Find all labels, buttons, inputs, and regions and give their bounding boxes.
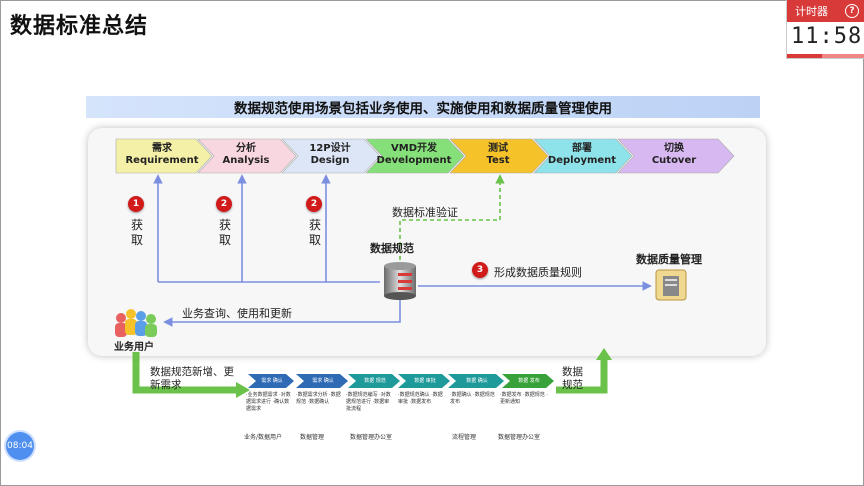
validation-label: 数据标准验证: [392, 206, 458, 219]
phase-cn: 部署: [572, 143, 592, 154]
mini-chevron: [398, 374, 450, 388]
acquire-label-1: 获取: [130, 218, 143, 247]
mini-owner-4: 流程管理: [452, 434, 477, 441]
mini-head-4: 数据 审批: [414, 377, 436, 384]
mini-owner-2: 数据管理: [300, 434, 325, 441]
mini-chevron: [348, 374, 400, 388]
mini-text-2: ·数据需求分析 ·数据规范 ·数据确认: [296, 392, 341, 405]
mini-head-1: 需求 确认: [261, 377, 283, 384]
phase-cn: VMD开发: [391, 143, 437, 154]
timer-progress-fill: [787, 54, 823, 58]
phase-en: Cutover: [651, 155, 697, 166]
mini-text-5: ·数据确认 ·数据规范发布: [450, 392, 495, 405]
update-label: 数据规范新增、更新需求: [150, 366, 234, 391]
step-badge-3: 2: [306, 196, 322, 212]
spec-flow-arrow-head: [596, 348, 612, 360]
update-flow-arrow: [132, 352, 236, 394]
phase-chevron-requirement[interactable]: [115, 138, 213, 174]
phase-chevron-test[interactable]: [449, 138, 549, 174]
phase-cn: 测试: [488, 143, 508, 154]
server-icon: [655, 269, 687, 301]
phase-cn: 分析: [236, 143, 256, 154]
rule-label: 形成数据质量规则: [494, 266, 582, 279]
phase-chevron-development[interactable]: [365, 138, 465, 174]
spec-label-bottom: 数据规范: [562, 366, 583, 391]
mini-text-4: ·数据规范确认 ·数据审批 ·数据发布: [398, 392, 443, 405]
mini-head-3: 数据 规范: [364, 377, 386, 384]
users-label: 业务用户: [114, 342, 154, 353]
timer-widget[interactable]: 计时器 ? 11:58 II: [786, 0, 864, 59]
phase-cn: 切换: [664, 143, 684, 154]
mini-text-1: ·业务数据需求 ·对数据需求进行 ·确认数据需求: [246, 392, 291, 412]
acquire-label-2: 获取: [218, 218, 231, 247]
mini-text-3: ·数据规范编写 ·对数据规范进行 ·数据审批流程: [346, 392, 391, 412]
mini-owner-3: 数据管理办公室: [350, 434, 393, 441]
mini-head-2: 需求 确认: [312, 377, 334, 384]
timer-progress-bar: [787, 54, 864, 58]
timer-time: 11:58: [791, 24, 863, 49]
validation-line: [399, 174, 505, 260]
acquire-label-3: 获取: [308, 218, 321, 247]
spec-label: 数据规范: [370, 242, 414, 255]
spec-flow-arrow: [556, 360, 608, 394]
update-flow-arrow-head: [236, 382, 250, 398]
phase-en: Analysis: [222, 155, 270, 166]
timer-display: 11:58 II: [787, 24, 864, 49]
phase-en: Requirement: [125, 155, 199, 166]
media-time-badge[interactable]: 08:04: [6, 432, 34, 460]
mini-owner-5: 数据管理办公室: [498, 434, 541, 441]
mini-head-5: 数据 确认: [466, 377, 488, 384]
step-badge-2: 2: [216, 196, 232, 212]
phase-chevron-analysis[interactable]: [197, 138, 297, 174]
help-icon[interactable]: ?: [845, 4, 859, 18]
phase-chevron-cutover[interactable]: [617, 138, 735, 174]
business-query-line: [163, 296, 401, 327]
phase-en: Design: [310, 155, 350, 166]
quality-label: 数据质量管理: [636, 253, 702, 266]
mini-chevron: [448, 374, 504, 388]
mini-flow: [248, 374, 554, 388]
users-icon: [115, 309, 157, 337]
mini-chevron: [502, 374, 554, 388]
step-badge-1: 1: [128, 196, 144, 212]
phase-chevrons: [115, 138, 735, 174]
database-icon: [384, 262, 416, 300]
phase-en: Test: [486, 155, 510, 166]
acquisition-lines: [153, 174, 652, 327]
mini-text-6: ·数据发布 ·数据规范 ·更新通知: [500, 392, 548, 405]
phase-cn: 需求: [152, 143, 172, 154]
timer-title: 计时器: [795, 5, 828, 18]
mini-chevron: [296, 374, 348, 388]
mini-head-6: 数据 发布: [518, 377, 540, 384]
phase-en: Development: [376, 155, 452, 166]
step-badge-rule: 3: [472, 262, 488, 278]
phase-chevron-deployment[interactable]: [533, 138, 633, 174]
slide-title: 数据标准总结: [10, 14, 149, 39]
phase-chevron-design[interactable]: [281, 138, 381, 174]
mini-owner-1: 业务/数据用户: [244, 434, 283, 441]
timer-header: 计时器 ?: [787, 0, 864, 22]
phase-en: Deployment: [547, 155, 617, 166]
mini-chevron: [248, 374, 294, 388]
diagram-banner: 数据规范使用场景包括业务使用、实施使用和数据质量管理使用: [86, 96, 760, 118]
phase-cn: 12P设计: [309, 143, 351, 154]
business-label: 业务查询、使用和更新: [182, 307, 292, 320]
